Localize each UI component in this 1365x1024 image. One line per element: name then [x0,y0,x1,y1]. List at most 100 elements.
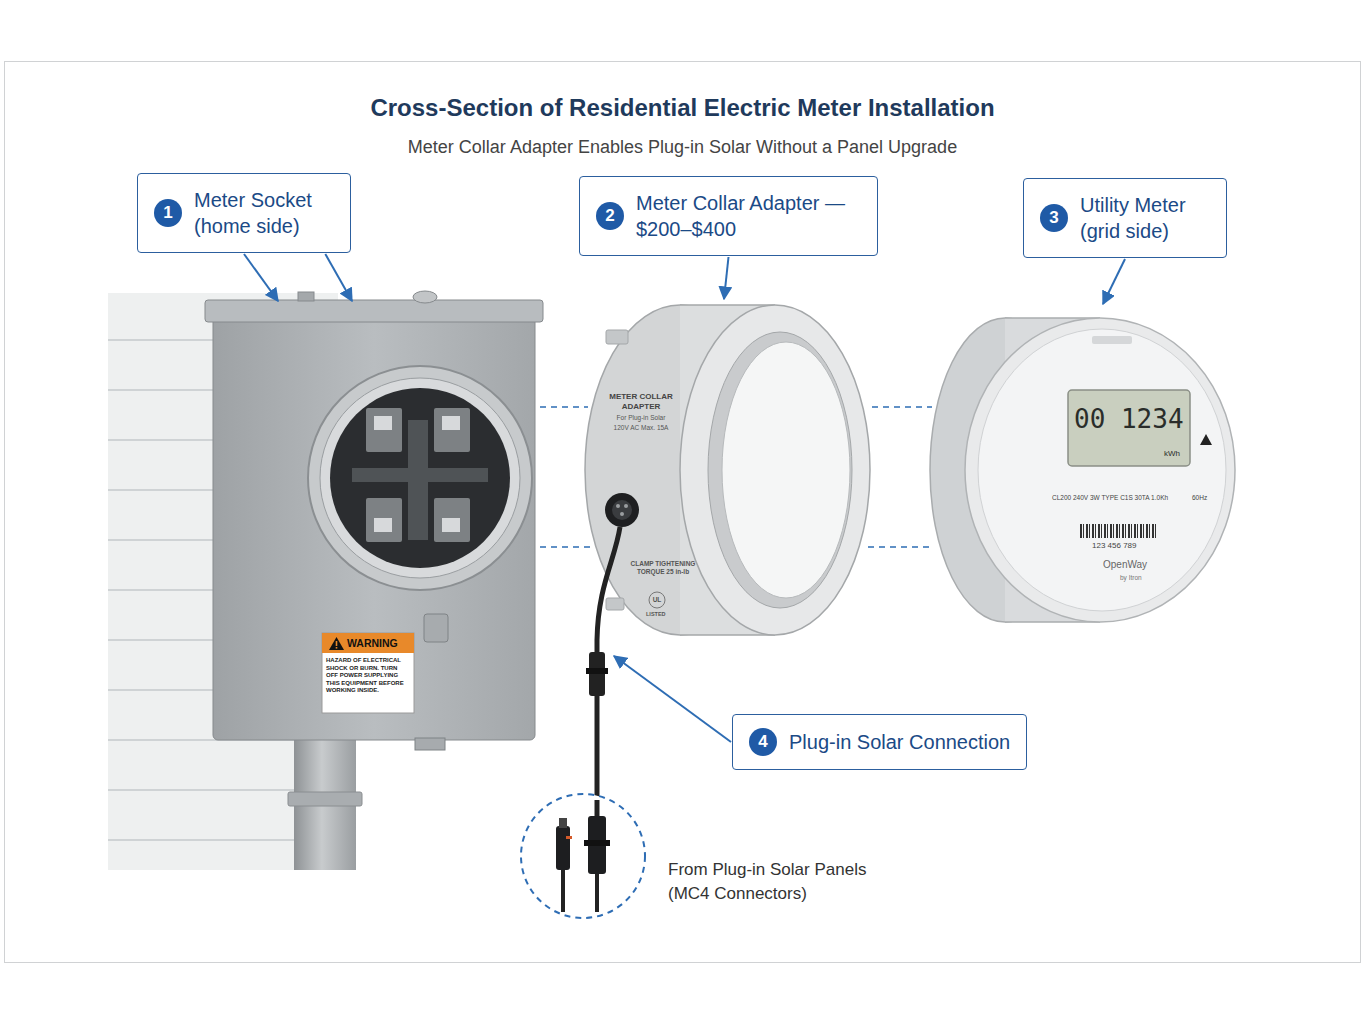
meter-socket-part [366,498,402,542]
brand-label: by Itron [1120,574,1142,582]
mc4-inset [521,794,645,918]
callout-text: Plug-in Solar Connection [789,729,1010,755]
warning-label-part [322,633,414,653]
warning-label [322,633,414,713]
solar-cable [586,527,620,818]
utility-meter-part [1092,336,1132,344]
part-label: For Plug-in Solar [606,414,676,422]
callout-number: 1 [154,199,182,227]
callout-text: Meter Collar Adapter — $200–$400 [636,190,861,242]
callout-text: Meter Socket (home side) [194,187,334,239]
warning-label-part [322,633,414,713]
leader-arrow [244,254,278,301]
warning-label-part [329,637,344,650]
frame-part [5,62,1361,963]
meter-socket-part [308,366,532,590]
meter-socket-part [213,312,535,740]
torque-label: CLAMP TIGHTENING TORQUE 25 in-lb [630,560,696,576]
mc4-inset-part [595,800,600,818]
brand-label: OpenWay [1103,559,1147,571]
meter-collar-part [680,304,775,306]
meter-socket-part [413,291,437,303]
meter-socket-part [424,614,448,642]
conduit [288,738,362,870]
callout-box: 2 Meter Collar Adapter — $200–$400 [579,176,878,256]
plug-connector-part [612,500,632,520]
inset-note: From Plug-in Solar Panels (MC4 Connector… [668,858,878,906]
warning-label-part [336,647,338,649]
frame [5,62,1361,963]
mc4-inset-part [556,826,570,870]
meter-socket-part [366,408,402,452]
solar-cable-part [586,668,608,674]
meter-collar-part [722,342,850,598]
mc4-inset-part [521,794,645,918]
utility-meter-part [1080,524,1158,538]
mc4-inset-part [595,874,599,912]
meter-collar-part [708,332,852,608]
utility-meter-part [978,329,1226,611]
warning-label-part [336,641,338,646]
title: Cross-Section of Residential Electric Me… [0,94,1365,122]
callout-number: 2 [596,202,624,230]
meter-collar-part [680,634,775,636]
utility-meter-part [965,318,1235,622]
warning-text: HAZARD OF ELECTRICAL SHOCK OR BURN. TURN… [326,657,410,695]
unit-label: kWh [1164,449,1180,459]
plug-connector [605,493,639,527]
plug-connector-part [620,512,624,516]
conduit-part [288,792,362,806]
dashed-alignment-part [540,406,588,408]
leader-arrow [614,656,731,742]
meter-collar-part [680,305,870,635]
meter-socket-part [352,468,488,482]
nameplate-text: 60Hz [1192,494,1207,502]
meter-socket-part [205,300,543,322]
meter-socket-part [330,388,510,568]
callout-box: 1 Meter Socket (home side) [137,173,351,253]
nameplate-text: CL200 240V 3W TYPE C1S 30TA 1.0Kh [1052,494,1168,502]
meter-collar-part [649,592,665,608]
meter-socket [205,291,543,750]
dashed-alignment-part [540,546,590,548]
meter-collar-part [606,598,624,610]
dashed-alignment-part [868,546,932,548]
callout-number: 4 [749,728,777,756]
callout-text: Utility Meter (grid side) [1080,192,1210,244]
listing-mark: UL [650,596,664,604]
callout-box: 4 Plug-in Solar Connection [732,714,1027,770]
meter-socket-part [298,292,314,301]
utility-meter-part [1200,434,1212,445]
listing-mark: LISTED [646,611,666,618]
utility-meter [930,318,1235,622]
meter-socket-part [442,518,460,532]
mc4-inset-part [559,818,567,828]
leader-arrow [724,257,729,299]
meter-socket-part [374,518,392,532]
meter-reading: 00 1234 [1074,404,1184,435]
meter-collar-part [606,330,628,344]
meter-socket-part [374,416,392,430]
part-label: METER COLLAR ADAPTER [606,392,676,411]
meter-collar [585,305,870,635]
callout-number: 3 [1040,204,1068,232]
meter-socket-part [320,378,520,578]
mc4-inset-part [566,836,572,839]
plug-connector-part [616,504,620,508]
dashed-alignment-part [872,406,932,408]
mc4-inset-part [561,870,565,912]
callout-box: 3 Utility Meter (grid side) [1023,178,1227,258]
rating-label: 120V AC Max. 15A [606,424,676,432]
serial-number: 123 456 789 [1092,541,1137,551]
plug-connector-part [605,493,639,527]
warning-heading: WARNING [347,637,398,650]
caption: Meter Collar Adapter Enables Plug-in Sol… [0,137,1365,158]
meter-socket-part [442,416,460,430]
leader-arrow [1103,259,1125,304]
meter-socket-part [434,408,470,452]
leader-arrow [325,254,352,301]
meter-socket-part [434,498,470,542]
utility-meter-part [1068,390,1190,466]
plug-connector-part [624,504,628,508]
